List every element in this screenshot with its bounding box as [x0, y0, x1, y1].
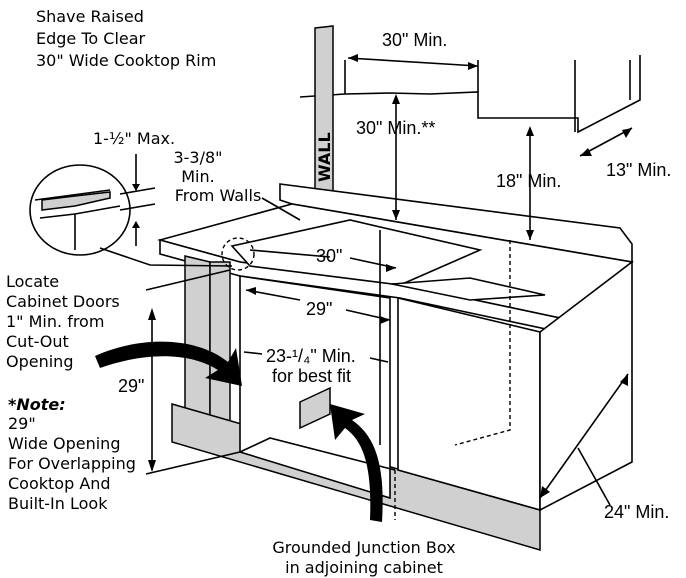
shave-label-3: 30" Wide Cooktop Rim — [36, 51, 216, 70]
note-line-2: Wide Opening — [8, 434, 120, 453]
dim-23-label-a: 23-¹/₄" Min. — [266, 346, 356, 366]
max-1-half-label: 1-½" Max. — [93, 129, 175, 148]
junction-label-2: in adjoining cabinet — [285, 558, 443, 577]
countertop — [156, 183, 634, 333]
from-walls-label-3: From Walls — [175, 186, 262, 205]
note-title: *Note: — [8, 395, 66, 414]
shave-label-2: Edge To Clear — [36, 29, 146, 48]
locate-label-4: Cut-Out — [6, 332, 69, 351]
min-24-label: 24" Min. — [604, 502, 669, 522]
pointer-arrows — [95, 341, 383, 522]
junction-box — [299, 386, 331, 430]
min-18-label: 18" Min. — [496, 171, 561, 191]
base-cabinet — [171, 230, 633, 552]
locate-label-1: Locate — [6, 272, 59, 291]
dim-30-label: 30" — [316, 246, 342, 266]
note-line-5: Built-In Look — [8, 494, 108, 513]
locate-label-3: 1" Min. from — [6, 312, 104, 331]
junction-label-1: Grounded Junction Box — [272, 538, 455, 557]
min-30-top-label: 30" Min. — [382, 30, 447, 50]
min-13-label: 13" Min. — [606, 160, 671, 180]
note-line-4: Cooktop And — [8, 474, 111, 493]
dim-29-top-label: 29" — [306, 299, 332, 319]
junction-arrow-icon — [330, 404, 383, 522]
wall-strip — [314, 25, 334, 215]
from-walls-label-1: 3-3/8" — [173, 148, 222, 167]
dim-29-left-label: 29" — [118, 376, 144, 396]
dimension-lines — [135, 54, 633, 506]
note-line-1: 29" — [8, 414, 36, 433]
locate-label-5: Opening — [6, 352, 73, 371]
edge-detail-inset — [29, 164, 255, 271]
locate-label-2: Cabinet Doors — [6, 292, 120, 311]
dim-23-label-b: for best fit — [272, 366, 351, 386]
wall-label: WALL — [315, 132, 334, 182]
from-walls-label-2: Min. — [181, 167, 214, 186]
min-30-star-label: 30" Min.** — [356, 118, 435, 138]
shave-label-1: Shave Raised — [36, 7, 144, 26]
text-labels: Shave Raised Edge To Clear 30" Wide Cook… — [6, 7, 671, 577]
locate-arrow-icon — [95, 341, 242, 386]
note-line-3: For Overlapping — [8, 454, 136, 473]
